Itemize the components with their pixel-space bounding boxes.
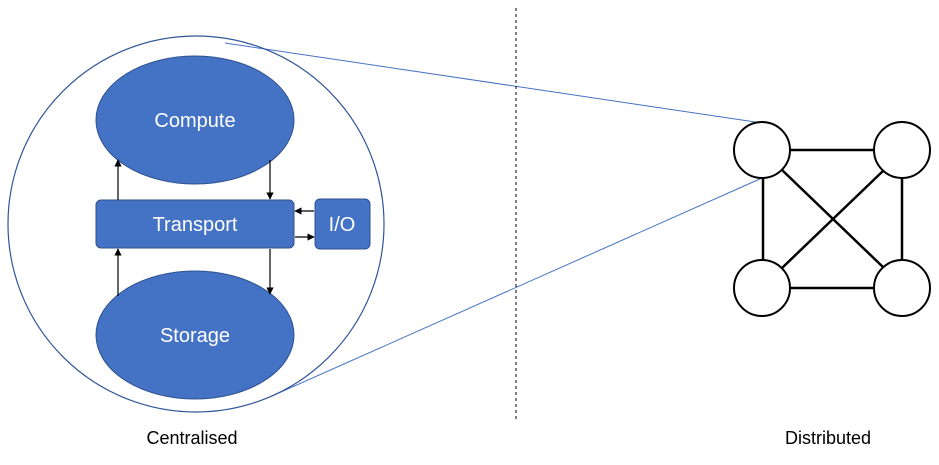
storage-node <box>95 270 295 400</box>
distributed-network <box>761 148 904 290</box>
compute-label: Compute <box>154 110 235 132</box>
distributed-caption: Distributed <box>785 428 871 448</box>
centralised-caption: Centralised <box>146 428 237 448</box>
storage-label: Storage <box>160 325 230 347</box>
io-node <box>314 198 371 250</box>
io-label: I/O <box>329 214 356 236</box>
compute-node <box>95 55 295 185</box>
transport-node <box>95 199 295 249</box>
network-node <box>733 121 791 179</box>
network-edge <box>781 169 885 269</box>
network-node <box>873 259 931 317</box>
zoom-line-bottom <box>271 177 763 397</box>
centralised-zoom-circle <box>7 35 385 413</box>
network-node <box>733 259 791 317</box>
transport-label: Transport <box>153 214 238 236</box>
zoom-line-top <box>224 42 763 124</box>
network-node <box>873 121 931 179</box>
